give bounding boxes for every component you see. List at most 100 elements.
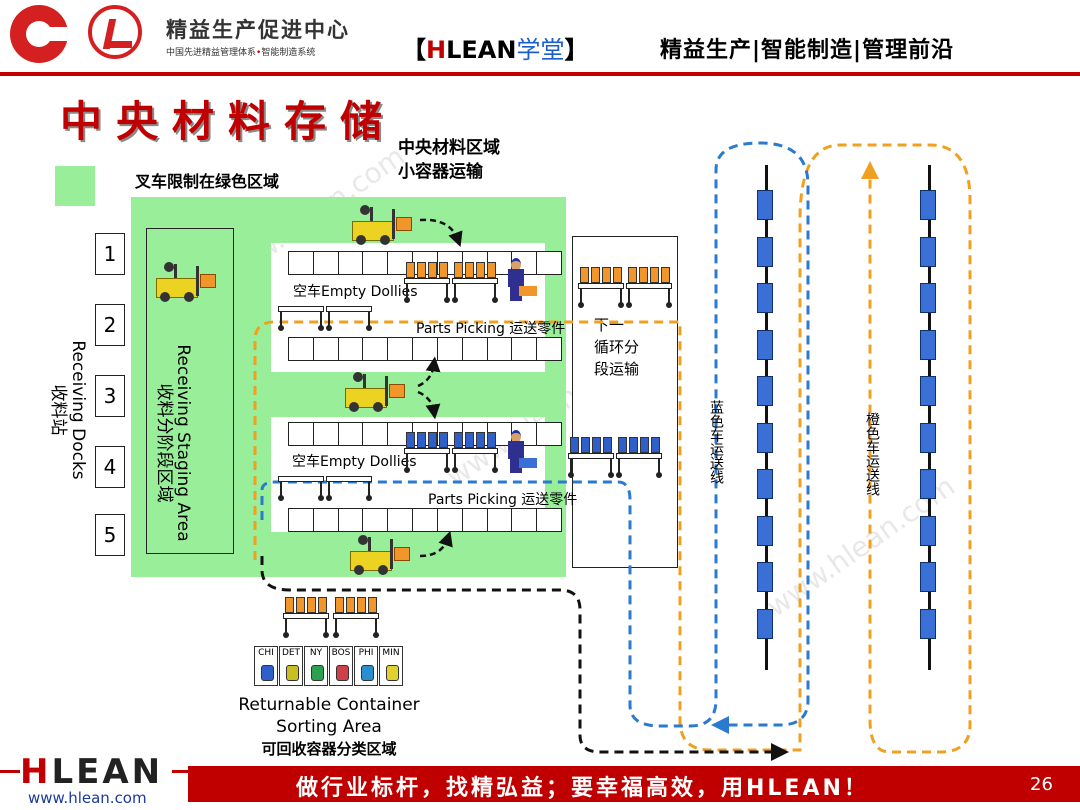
footer-logo-rule <box>0 770 20 773</box>
dolly-icon <box>452 432 498 474</box>
conveyor-block <box>920 329 936 360</box>
container-icon <box>336 665 349 681</box>
storage-rack <box>288 337 562 361</box>
conveyor-block <box>757 376 773 406</box>
container-icon <box>286 665 299 681</box>
conveyor-block <box>920 515 936 546</box>
forklift-icon <box>345 372 405 412</box>
dolly-icon <box>578 267 624 309</box>
conveyor-block <box>920 236 936 267</box>
dolly-icon <box>283 597 329 639</box>
conveyor-block <box>920 283 936 313</box>
slide-title: 中央材料存储 <box>60 97 397 146</box>
picker-worker-icon <box>505 258 537 304</box>
conveyor-block <box>920 469 936 499</box>
org-sub-left: 中国先进精益管理体系 <box>166 48 257 58</box>
picker-worker-icon <box>505 430 537 476</box>
black-route <box>260 556 789 761</box>
next-label-line: 段运输 <box>594 360 640 378</box>
brand-lean: LEAN <box>446 36 517 64</box>
conveyor-line-blue <box>765 165 768 670</box>
sorting-bin: CHI <box>254 646 278 686</box>
next-cycle-box <box>572 236 678 568</box>
forklift-arrow <box>417 390 441 420</box>
sorting-bin: NY <box>304 646 328 686</box>
dolly-icon <box>333 597 379 639</box>
staging-area-box <box>146 228 234 554</box>
forklift-arrow <box>419 530 453 558</box>
brand-h: H <box>426 36 447 64</box>
conveyor-block <box>757 562 773 592</box>
footer-logo-rest: LEAN <box>51 752 164 792</box>
green-zone-bottom <box>271 532 566 577</box>
logo-l-icon <box>88 5 142 59</box>
footer-url[interactable]: www.hlean.com <box>28 789 147 807</box>
dock-2: 2 <box>95 304 125 346</box>
footer-logo-h: H <box>20 752 52 792</box>
conveyor-block <box>920 376 936 406</box>
dolly-icon <box>278 468 324 502</box>
sorting-bin-label: NY <box>309 648 323 658</box>
next-cycle-label: 下一循环分段运输 <box>594 314 639 380</box>
dolly-icon <box>626 267 672 309</box>
dolly-icon <box>404 432 450 474</box>
conveyor-line-orange <box>928 165 931 670</box>
orange-route <box>253 143 972 754</box>
dock-5: 5 <box>95 514 125 556</box>
conveyor-block <box>757 608 773 639</box>
empty-dollies-label: 空车Empty Dollies <box>293 284 418 300</box>
sorting-bin-label: PHI <box>358 648 374 658</box>
logo-c-icon <box>10 5 70 63</box>
dolly-icon <box>404 262 450 304</box>
conveyor-block <box>920 562 936 592</box>
brand-open: 【 <box>402 36 426 64</box>
dock-3: 3 <box>95 375 125 417</box>
next-label-line: 循环分 <box>594 338 640 356</box>
dolly-icon <box>568 437 614 479</box>
parts-picking-label: Parts Picking 运送零件 <box>416 321 566 337</box>
green-zone-top <box>131 197 566 243</box>
container-icon <box>386 665 399 681</box>
dolly-icon <box>452 262 498 304</box>
footer-slogan: 做行业标杆，找精弘益；要幸福高效，用HLEAN！ <box>296 776 869 801</box>
header-brand: 【HLEAN学堂】 <box>402 30 588 65</box>
sorting-bin-label: DET <box>281 648 301 658</box>
org-sub-dot: • <box>256 48 262 58</box>
forklift-arrow <box>419 218 463 248</box>
footer-logo-rule <box>172 770 188 773</box>
conveyor-block <box>920 190 936 220</box>
area-title-line1: 中央材料区域 <box>398 138 500 158</box>
header-divider <box>0 72 1080 76</box>
blue-route <box>260 141 810 734</box>
empty-dollies-label: 空车Empty Dollies <box>292 454 417 470</box>
conveyor-block <box>757 469 773 499</box>
sorting-bin-label: CHI <box>258 648 274 658</box>
org-name: 精益生产促进中心 <box>166 18 350 42</box>
forklift-icon <box>352 205 412 245</box>
forklift-icon <box>350 535 410 575</box>
sorting-area-label-cn: 可回收容器分类区域 <box>261 740 397 758</box>
footer-bar <box>188 766 1080 802</box>
footer-logo: HLEAN <box>20 752 163 792</box>
brand-cn: 学堂 <box>516 36 565 64</box>
conveyor-block <box>757 236 773 267</box>
brand-close: 】 <box>564 36 589 64</box>
conveyor-block <box>757 422 773 453</box>
header-tags: 精益生产|智能制造|管理前沿 <box>660 38 955 63</box>
forklift-arrow <box>417 356 441 388</box>
storage-rack <box>288 508 562 532</box>
container-icon <box>311 665 324 681</box>
dock-4: 4 <box>95 446 125 488</box>
dolly-icon <box>278 298 324 332</box>
sorting-bin: MIN <box>379 646 403 686</box>
conveyor-block <box>920 422 936 453</box>
area-title-line2: 小容器运输 <box>398 162 483 182</box>
page-number: 26 <box>1030 774 1053 795</box>
parts-picking-label: Parts Picking 运送零件 <box>428 492 578 508</box>
sorting-bin: BOS <box>329 646 353 686</box>
org-sub-right: 智能制造系统 <box>261 48 316 58</box>
dock-1: 1 <box>95 233 125 275</box>
conveyor-block <box>920 608 936 639</box>
